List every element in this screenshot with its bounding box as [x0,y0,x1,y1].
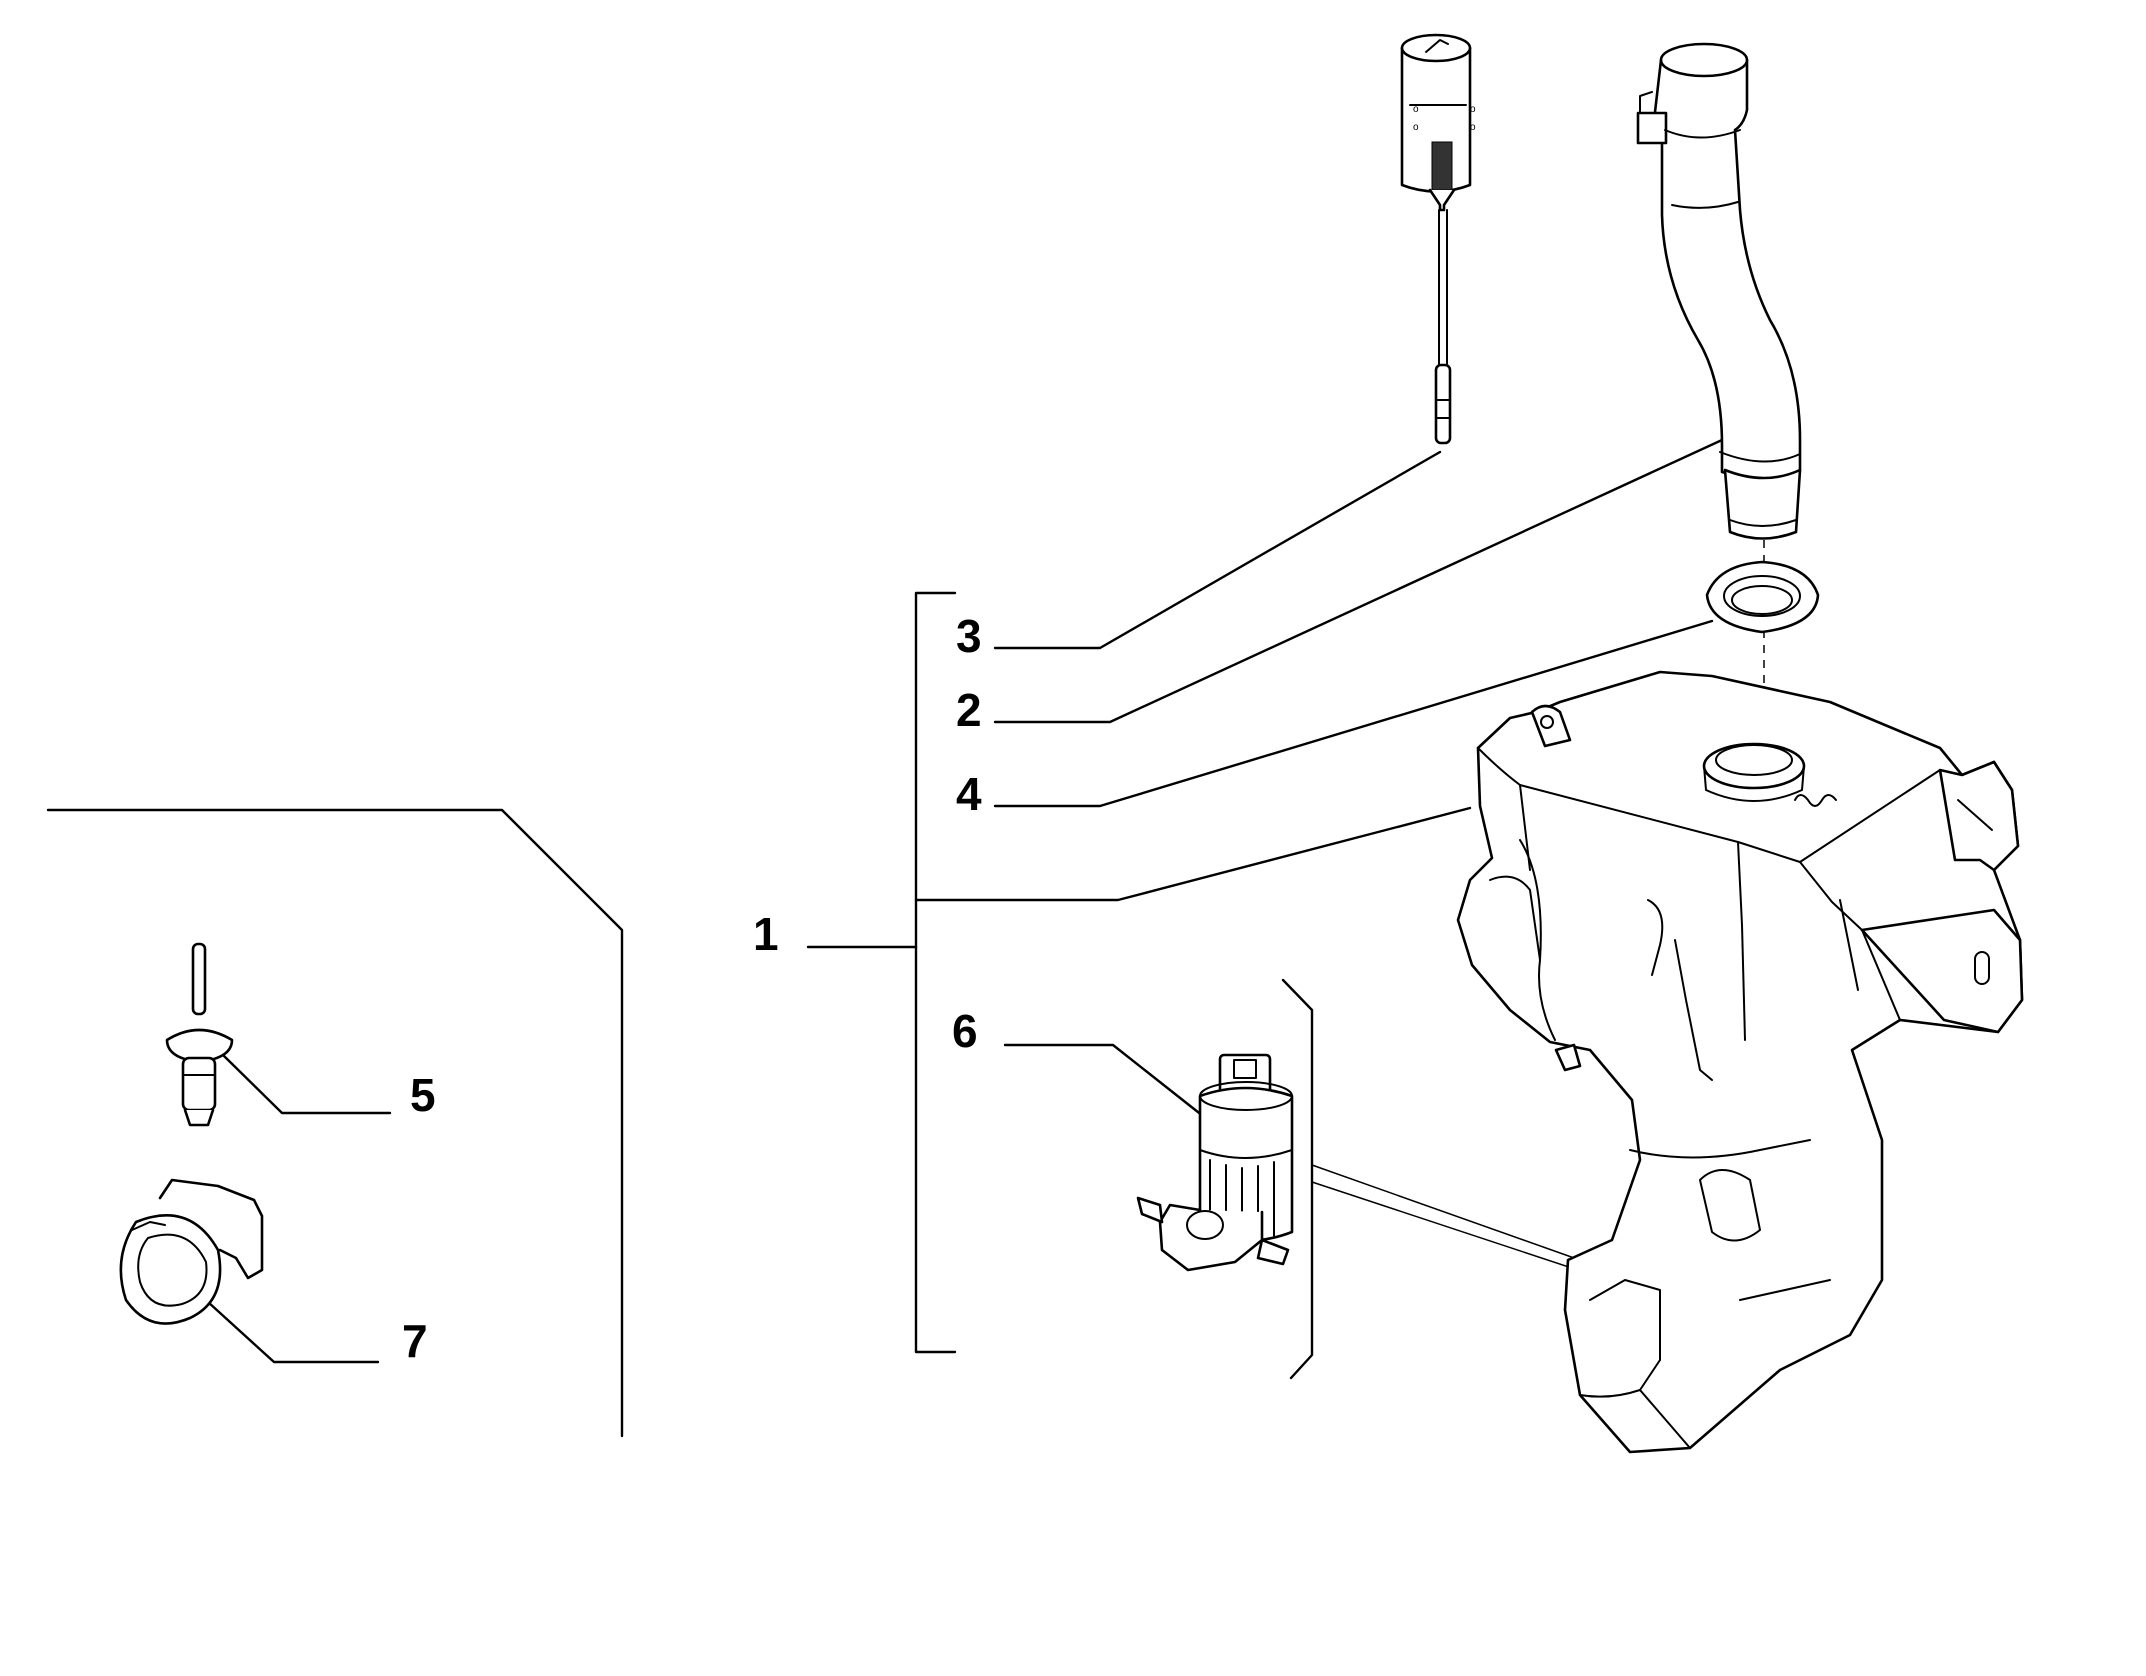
assembly-bracket [806,591,1472,1354]
washer-pump-icon[interactable] [1136,1053,1294,1272]
leader-2 [993,438,1724,724]
leader-7 [206,1300,380,1364]
callout-7[interactable]: 7 [402,1315,428,1367]
callout-6[interactable]: 6 [952,1005,978,1057]
push-rivet-icon[interactable] [165,942,234,1127]
leader-4 [993,619,1714,808]
leader-5 [221,1053,392,1115]
callout-2[interactable]: 2 [956,684,982,736]
side-panel-frame [46,808,624,1438]
pump-sub-bracket [1281,978,1314,1380]
washer-fluid-reservoir-icon[interactable] [1456,670,2024,1454]
leader-6 [1003,1043,1210,1122]
svg-text:o: o [1413,104,1419,115]
hose-clip-icon[interactable] [119,1178,264,1325]
svg-text:o: o [1413,122,1419,133]
filler-neck-hose-icon[interactable] [1636,42,1802,540]
callout-3[interactable]: 3 [956,610,982,662]
callout-1[interactable]: 1 [753,908,779,960]
rubber-grommet-seal-icon[interactable] [1705,560,1820,634]
callout-4[interactable]: 4 [956,768,982,820]
svg-text:o: o [1470,122,1476,133]
callout-5[interactable]: 5 [410,1069,436,1121]
leader-lines [206,438,1724,1364]
leader-3 [993,450,1442,650]
svg-text:o: o [1470,104,1476,115]
level-sensor-dipstick-icon[interactable]: o o o o [1400,33,1476,445]
